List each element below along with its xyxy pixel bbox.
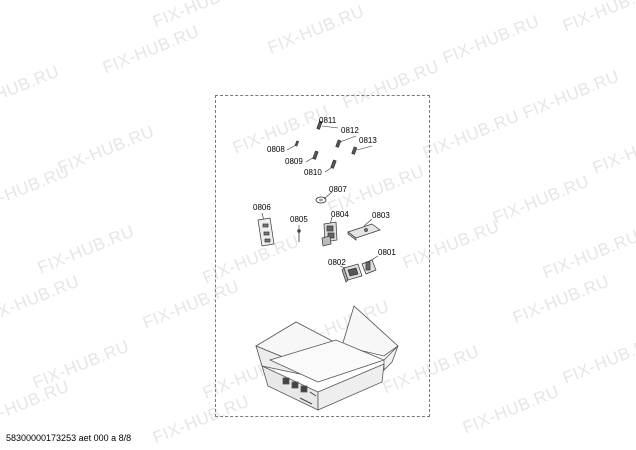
screw-0808 xyxy=(294,140,299,147)
label-0811: 0811 xyxy=(319,116,337,125)
clip-0801 xyxy=(361,259,377,275)
label-0804: 0804 xyxy=(331,210,349,219)
leader-line-0803 xyxy=(363,218,373,227)
label-0803: 0803 xyxy=(372,211,390,220)
label-0801: 0801 xyxy=(378,248,396,257)
label-0812: 0812 xyxy=(341,126,359,135)
plate-0803 xyxy=(347,223,381,241)
hinge-0804 xyxy=(321,221,338,247)
bracket-0806 xyxy=(257,217,275,247)
screw-0809 xyxy=(312,150,319,160)
bracket-0802 xyxy=(341,263,363,283)
label-0806: 0806 xyxy=(253,203,271,212)
label-0808: 0808 xyxy=(267,145,285,154)
label-0810: 0810 xyxy=(304,168,322,177)
label-0807: 0807 xyxy=(329,185,347,194)
label-0802: 0802 xyxy=(328,258,346,267)
washer-0807-hole xyxy=(319,198,323,202)
pin-0805 xyxy=(297,229,301,242)
label-0813: 0813 xyxy=(359,136,377,145)
document-footer: 58300000173253 aet 000 a 8/8 xyxy=(6,433,132,443)
parts-frame xyxy=(215,95,430,417)
screw-0811 xyxy=(316,120,323,130)
screw-0813 xyxy=(351,146,358,155)
leader-line-0811 xyxy=(321,125,339,129)
leader-line-0813 xyxy=(356,145,373,151)
label-0805: 0805 xyxy=(290,215,308,224)
leader-line-0812 xyxy=(339,135,357,143)
label-0809: 0809 xyxy=(285,157,303,166)
packaging-box xyxy=(255,305,399,411)
washer-0807 xyxy=(315,196,327,204)
screw-0810 xyxy=(330,159,337,169)
screw-0812 xyxy=(335,139,342,148)
